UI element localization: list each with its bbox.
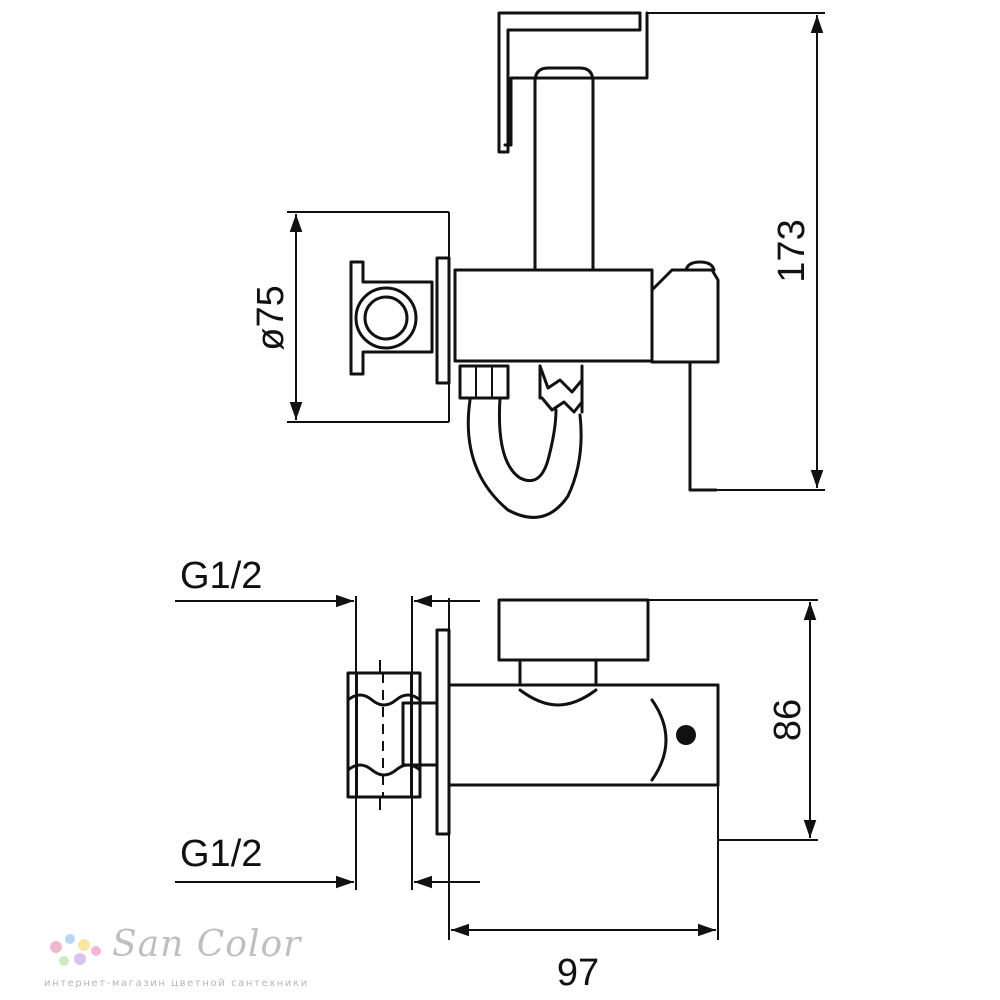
label-total-depth: 97 [557, 952, 599, 994]
watermark-dot [91, 946, 101, 956]
wall-flange-side [435, 628, 451, 836]
label-thread-top: G1/2 [180, 555, 262, 597]
dimension-diameter: ø75 [250, 211, 449, 423]
hose-loop-front [466, 398, 583, 519]
watermark-dot [78, 939, 90, 951]
dimension-total-height: 173 [647, 12, 825, 491]
dimension-thread-top: G1/2 [175, 555, 480, 890]
watermark-dots [50, 934, 101, 966]
label-total-height: 173 [771, 219, 813, 282]
watermark-brand: San Color [112, 924, 302, 965]
wall-flange-front [435, 256, 451, 385]
label-thread-bottom: G1/2 [180, 833, 262, 875]
lever-front [650, 268, 720, 364]
watermark-tagline: интернет-магазин цветной сантехники [44, 978, 309, 989]
valve-body-front [453, 268, 654, 363]
lever-knob [676, 725, 696, 745]
watermark-dot [59, 956, 69, 966]
label-side-height: 86 [767, 699, 809, 741]
inlet-nut-front [458, 364, 510, 400]
holder-ring-outer [354, 286, 418, 350]
dimension-thread-bottom: G1/2 [175, 833, 480, 889]
side-view [346, 598, 720, 940]
thread-insert-side [346, 671, 422, 799]
watermark-dot [65, 934, 75, 944]
label-diameter: ø75 [250, 285, 292, 350]
dimension-total-depth: 97 [451, 785, 719, 994]
lever-side [650, 683, 720, 787]
watermark-dot [50, 941, 62, 953]
watermark-dot [74, 953, 86, 965]
shower-head-side [497, 598, 650, 662]
front-view [349, 11, 720, 519]
dimension-side-height: 86 [648, 599, 818, 841]
holder-ring-inner [363, 295, 409, 341]
shower-head-front [497, 11, 642, 154]
wall-bracket-front [349, 260, 434, 376]
shower-neck-front [533, 66, 595, 271]
